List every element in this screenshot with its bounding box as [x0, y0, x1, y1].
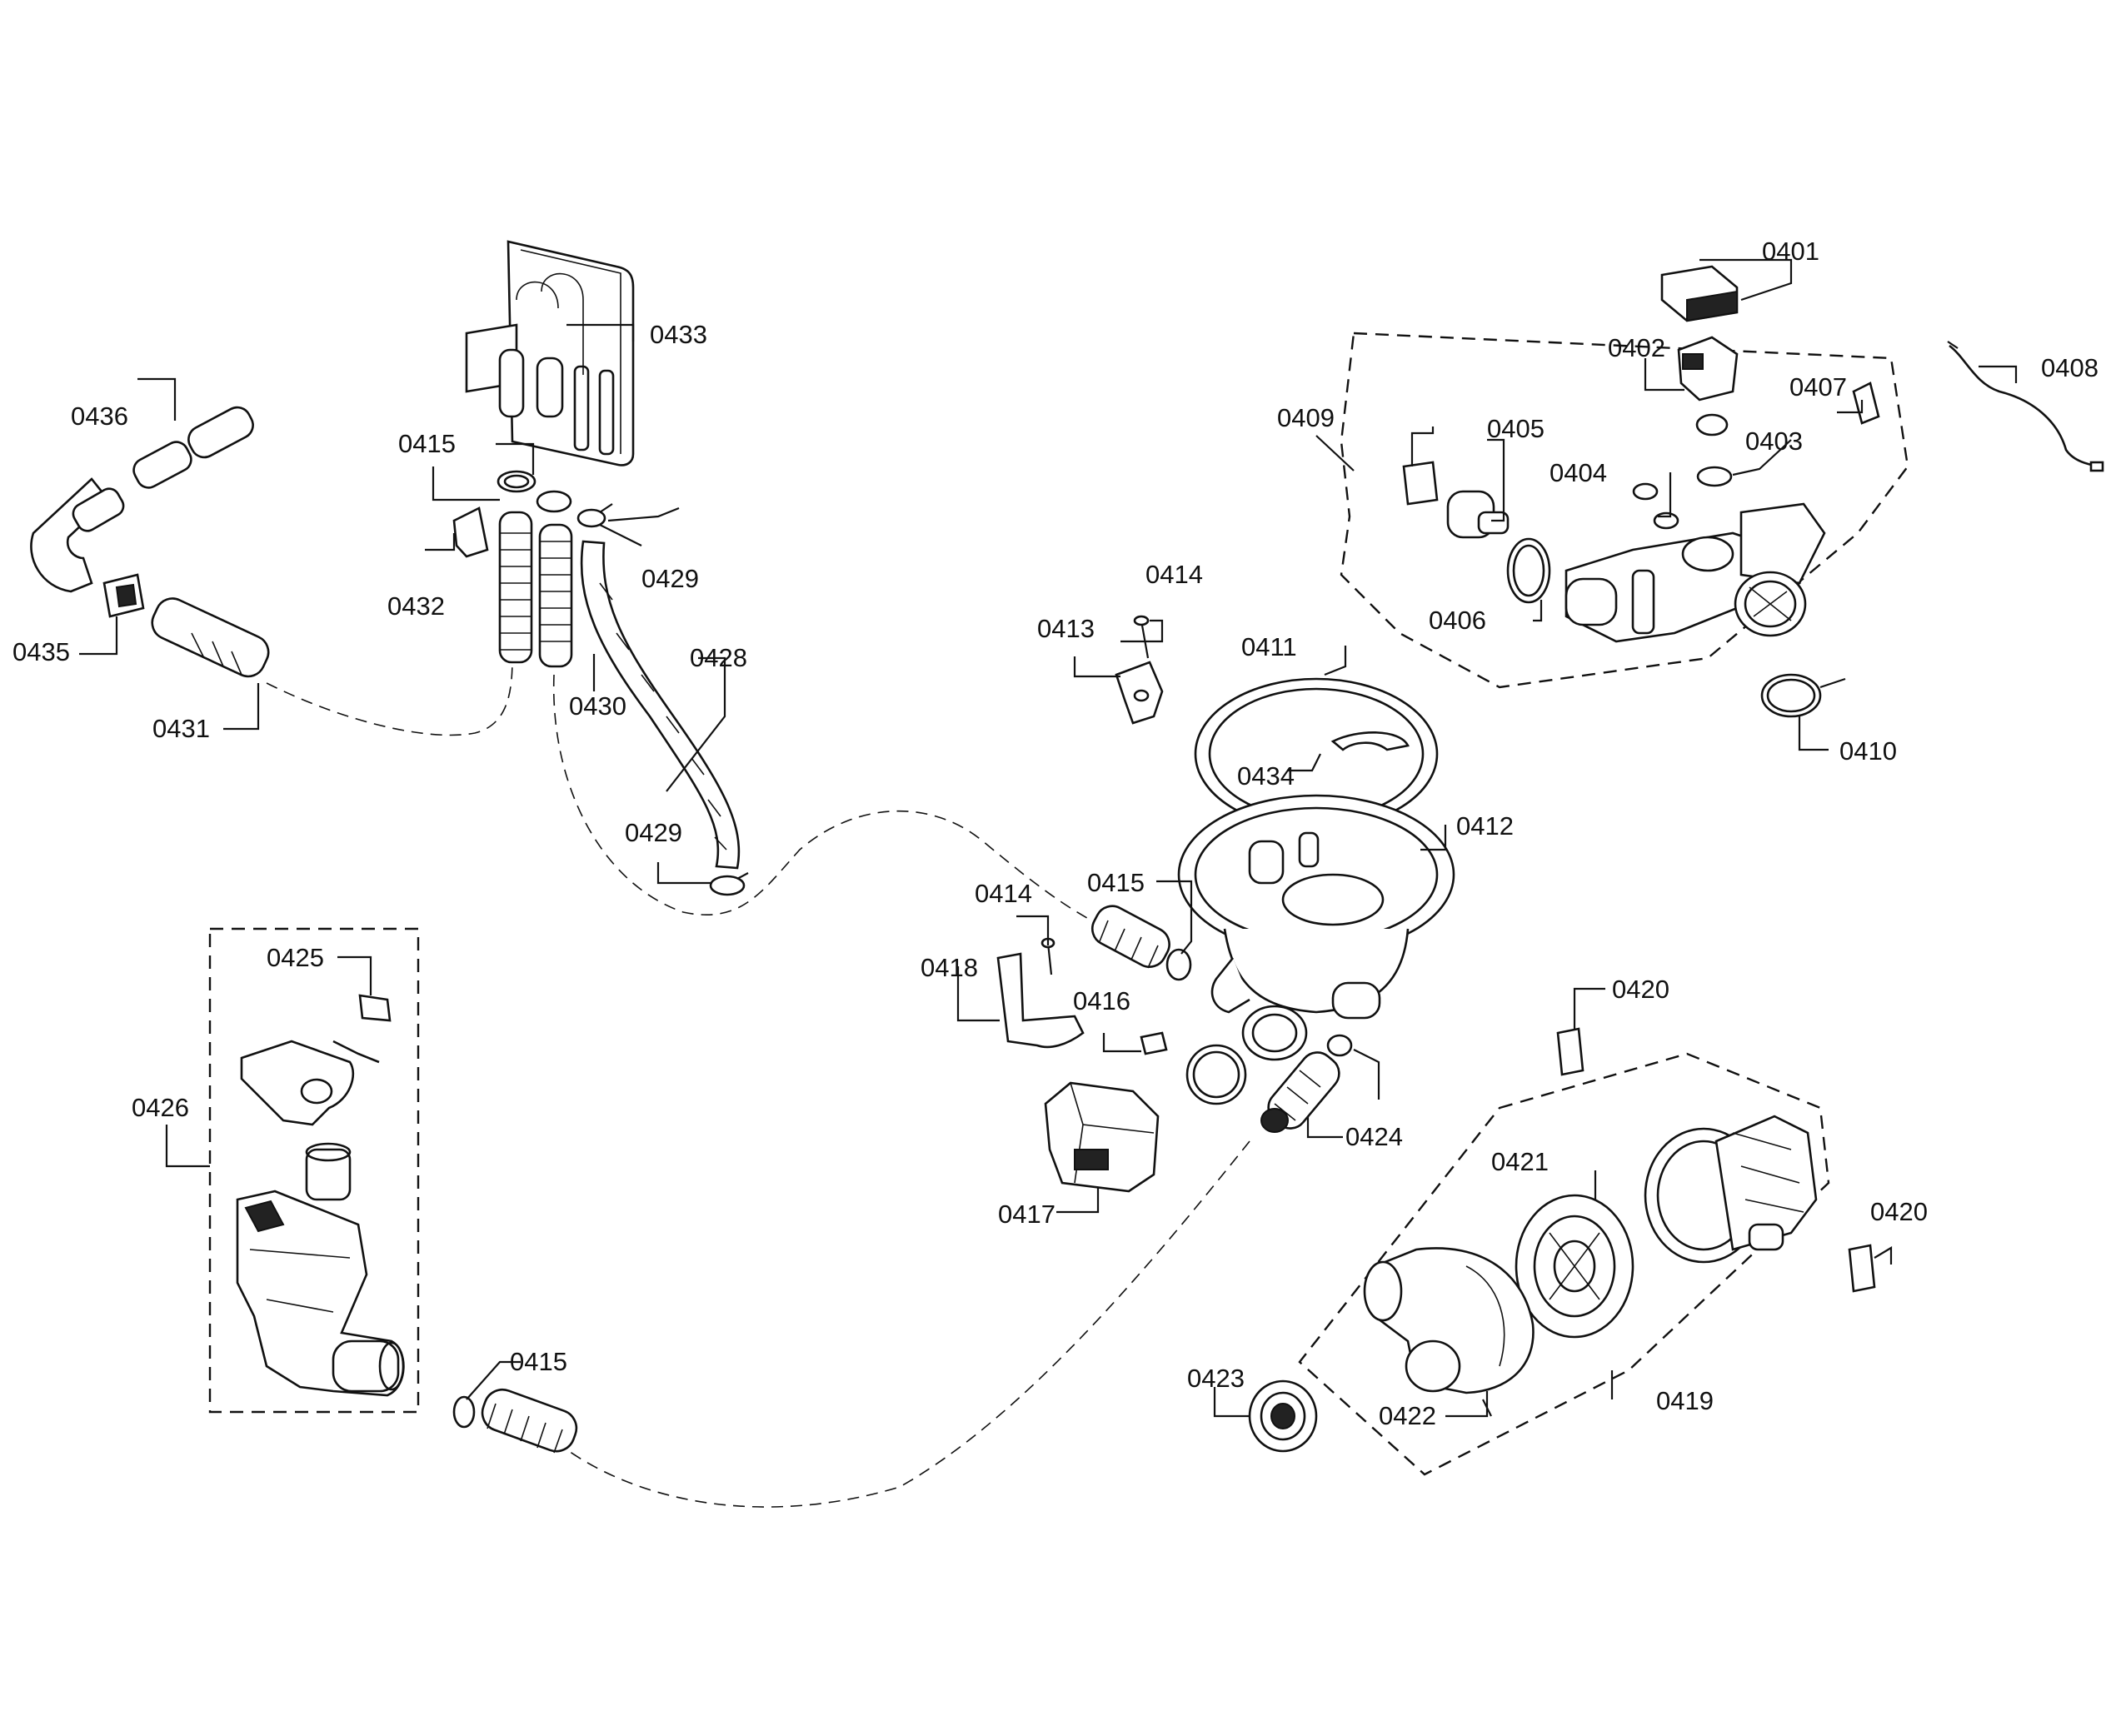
- part-0426-lever: [240, 1040, 380, 1126]
- part-0417-pump: [1044, 1081, 1160, 1193]
- part-0422-volute: [1363, 1247, 1535, 1394]
- label-0416: 0416: [1073, 986, 1130, 1015]
- label-0403: 0403: [1745, 427, 1803, 456]
- part-seal-large: [1185, 1044, 1247, 1105]
- part-0403-seal: [1696, 466, 1733, 487]
- part-0421-impeller: [1515, 1194, 1634, 1339]
- label-0418: 0418: [921, 953, 978, 982]
- part-0423-grommet: [1248, 1379, 1318, 1453]
- part-0410-clamp: [1760, 673, 1846, 718]
- label-0410: 0410: [1839, 736, 1897, 766]
- part-0416-clip: [1140, 1031, 1168, 1055]
- part-0436-hose: [30, 406, 254, 593]
- label-0407: 0407: [1789, 372, 1847, 402]
- part-0418-bracket: [996, 952, 1085, 1049]
- part-0434-clip: [1330, 731, 1410, 751]
- part-0426-pump-body: [236, 1190, 405, 1397]
- label-0412: 0412: [1456, 811, 1514, 841]
- label-0402: 0402: [1608, 333, 1665, 362]
- part-0413-bracket: [1115, 661, 1164, 725]
- label-0411: 0411: [1241, 632, 1297, 661]
- part-0430-hose: [498, 511, 573, 668]
- part-0415-hose-mid: [1090, 905, 1192, 981]
- trail-0431-0430: [266, 657, 513, 736]
- part-0408-wire: [1947, 341, 2104, 472]
- label-0422: 0422: [1379, 1401, 1436, 1430]
- part-0405-valve: [1402, 461, 1510, 539]
- label-0419: 0419: [1656, 1386, 1714, 1415]
- label-0433: 0433: [650, 320, 707, 349]
- part-0402-sensor: [1677, 336, 1739, 436]
- label-0428: 0428: [690, 643, 747, 672]
- label-0424: 0424: [1345, 1122, 1403, 1151]
- label-0413: 0413: [1037, 614, 1095, 643]
- part-0407-clip: [1852, 382, 1880, 425]
- trail-0424-0415: [566, 1140, 1250, 1508]
- label-0417: 0417: [998, 1200, 1056, 1229]
- part-0404-seals: [1632, 482, 1679, 530]
- label-0429-bot: 0429: [625, 818, 682, 847]
- part-0426-cylinder: [305, 1142, 352, 1201]
- label-0415-bot: 0415: [510, 1347, 567, 1376]
- label-0405: 0405: [1487, 414, 1545, 443]
- label-0426: 0426: [132, 1093, 189, 1122]
- label-0408: 0408: [2041, 353, 2099, 382]
- part-0424-hose: [1260, 1034, 1353, 1133]
- label-0414-mid: 0414: [975, 879, 1032, 908]
- part-0412-sump: [1177, 794, 1455, 1061]
- leader-lines: [79, 258, 2018, 1418]
- label-0421: 0421: [1491, 1147, 1549, 1176]
- part-0435-clip: [102, 573, 145, 618]
- label-0432: 0432: [387, 591, 445, 621]
- label-0436: 0436: [71, 402, 128, 431]
- part-0420-clip-bot: [1848, 1244, 1876, 1293]
- label-0420-top: 0420: [1612, 975, 1669, 1004]
- part-0414-screw-top: [1133, 615, 1150, 659]
- part-0429-clamp-bot: [709, 872, 749, 896]
- part-0401-cover: [1660, 265, 1739, 322]
- part-0433-vent: [465, 240, 635, 466]
- part-0409-heater-housing: [1565, 502, 1826, 643]
- label-0430: 0430: [569, 691, 626, 721]
- part-0420-clip-top: [1556, 1027, 1585, 1076]
- label-0425: 0425: [267, 943, 324, 972]
- part-0415-seals-top: [497, 470, 572, 513]
- label-0406: 0406: [1429, 606, 1486, 635]
- label-0409: 0409: [1277, 403, 1335, 432]
- assembly-outline-0419: [1298, 1052, 1830, 1476]
- label-0415-mid: 0415: [1087, 868, 1145, 897]
- part-0428-hose: [580, 540, 741, 870]
- part-0429-clamp-top: [576, 503, 613, 528]
- assembly-outline-0409: [1340, 332, 1909, 689]
- part-0432-clip: [452, 506, 489, 558]
- label-0429-top: 0429: [641, 564, 699, 593]
- label-0415-top: 0415: [398, 429, 456, 458]
- label-0404: 0404: [1550, 458, 1607, 487]
- label-0423: 0423: [1187, 1364, 1245, 1393]
- label-0431: 0431: [152, 714, 210, 743]
- trail-0430-pump: [552, 674, 1100, 925]
- label-0420-bot: 0420: [1870, 1197, 1928, 1226]
- part-number-labels: 0401 0402 0403 0404 0405 0406 0407 0408 …: [12, 237, 2099, 1430]
- part-0406-gasket: [1506, 537, 1551, 604]
- part-0419-motor: [1644, 1115, 1818, 1264]
- label-0414-top: 0414: [1145, 560, 1203, 589]
- part-0431-hose-end: [151, 597, 270, 678]
- part-0415-hose-bot: [452, 1388, 578, 1454]
- label-0435: 0435: [12, 637, 70, 666]
- label-0401: 0401: [1762, 237, 1819, 266]
- label-0434: 0434: [1237, 761, 1295, 791]
- part-0425-clip: [358, 994, 392, 1022]
